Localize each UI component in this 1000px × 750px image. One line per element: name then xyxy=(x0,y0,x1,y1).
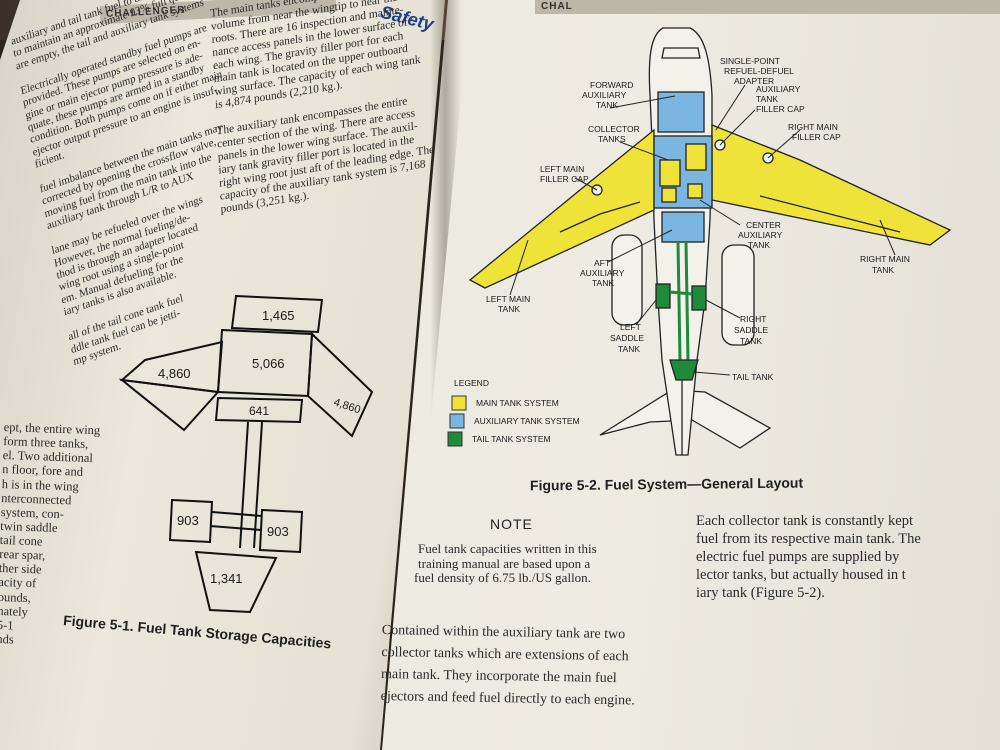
leader-forward-aux xyxy=(609,95,676,109)
col2-line: iary tank (Figure 5-2). xyxy=(696,585,825,601)
col2-line: electric fuel pumps are supplied by xyxy=(696,549,900,565)
tail-value: 1,341 xyxy=(210,571,243,586)
saddle-link-top xyxy=(669,290,693,296)
legend-swatch-main xyxy=(451,395,467,411)
legend-label-tail: TAIL TANK SYSTEM xyxy=(472,434,551,444)
leader-left-main-filler xyxy=(574,177,598,191)
forward-aux-value: 1,465 xyxy=(262,308,295,323)
leader-right-saddle xyxy=(705,299,741,319)
note-line: training manual are based upon a xyxy=(418,555,591,571)
left-page xyxy=(0,0,445,750)
fuel-line-right xyxy=(253,421,263,549)
note-line: Fuel tank capacities written in this xyxy=(418,541,597,556)
label-tail-tank: TAIL TANK xyxy=(732,372,774,382)
leader-right-main-tank xyxy=(879,219,896,256)
right-saddle-value: 903 xyxy=(267,524,289,539)
leader-collector xyxy=(619,141,669,161)
left-saddle-tank xyxy=(655,283,671,309)
col2-line: Each collector tank is constantly kept xyxy=(696,513,914,529)
cockpit-window xyxy=(661,47,701,59)
right-saddle-tank-box xyxy=(258,508,304,554)
legend: LEGEND MAIN TANK SYSTEM AUXILIARY TANK S… xyxy=(447,378,580,447)
legend-swatch-tail xyxy=(447,431,463,447)
leader-left-main-tank xyxy=(509,239,529,296)
saddle-crossover-top xyxy=(211,511,263,517)
body-line: ejectors and feed fuel directly to each … xyxy=(380,688,635,709)
col2-line: lector tanks, but actually housed in t xyxy=(696,567,906,583)
col2-line: fuel from its respective main tank. The xyxy=(696,531,921,547)
forward-aux-tank-box xyxy=(230,294,324,334)
tail-fuel-line-right xyxy=(684,241,690,361)
right-saddle-tank xyxy=(691,285,707,311)
legend-label-aux: AUXILIARY TANK SYSTEM xyxy=(474,416,580,426)
aft-aux-tank-box xyxy=(214,396,304,424)
right-body-text: Contained within the auxiliary tank are … xyxy=(380,620,636,712)
leader-right-main-filler xyxy=(767,129,801,159)
legend-swatch-aux xyxy=(449,413,465,429)
right-main-tank-shape xyxy=(306,331,374,438)
left-collector-tank xyxy=(659,159,681,187)
leader-single-point xyxy=(715,84,746,131)
leader-left-saddle xyxy=(635,299,657,326)
aft-auxiliary-tank xyxy=(661,211,705,243)
saddle-crossover-bottom xyxy=(209,525,262,531)
left-collector-lower xyxy=(661,187,677,203)
right-engine-nacelle xyxy=(721,244,755,346)
legend-title: LEGEND xyxy=(454,378,489,388)
right-header-title: CHAL xyxy=(541,1,573,12)
figure-5-2-caption: Figure 5-2. Fuel System—General Layout xyxy=(529,474,804,494)
fuel-line-left xyxy=(239,421,249,549)
note-line: fuel density of 6.75 lb./US gallon. xyxy=(414,570,591,586)
center-aux-value: 5,066 xyxy=(252,356,285,371)
right-collector-lower xyxy=(687,183,703,199)
left-engine-nacelle xyxy=(611,234,643,326)
left-main-tank-lower xyxy=(118,378,221,432)
tail-fuel-line-left xyxy=(676,241,682,361)
forward-auxiliary-tank xyxy=(657,91,705,133)
note-text: Fuel tank capacities written in this tra… xyxy=(414,541,597,586)
left-saddle-tank-box xyxy=(168,498,214,544)
leader-center-aux xyxy=(699,199,741,226)
right-collector-tank xyxy=(685,143,707,171)
leader-aft-aux xyxy=(607,229,673,263)
tail-tank-shape xyxy=(194,550,278,614)
aft-aux-value: 641 xyxy=(249,404,269,418)
left-flap-line xyxy=(559,201,641,233)
legend-label-main: MAIN TANK SYSTEM xyxy=(476,398,559,408)
note-heading: NOTE xyxy=(490,516,533,532)
left-saddle-value: 903 xyxy=(177,513,199,528)
left-main-value: 4,860 xyxy=(158,366,191,381)
leader-aux-filler xyxy=(719,109,756,146)
leader-tail-tank xyxy=(693,371,731,376)
right-page-header: CHAL xyxy=(535,0,1000,14)
right-column-2-text: Each collector tank is constantly kept f… xyxy=(696,512,921,602)
right-flap-line xyxy=(759,195,901,233)
tail-tank xyxy=(669,359,699,381)
